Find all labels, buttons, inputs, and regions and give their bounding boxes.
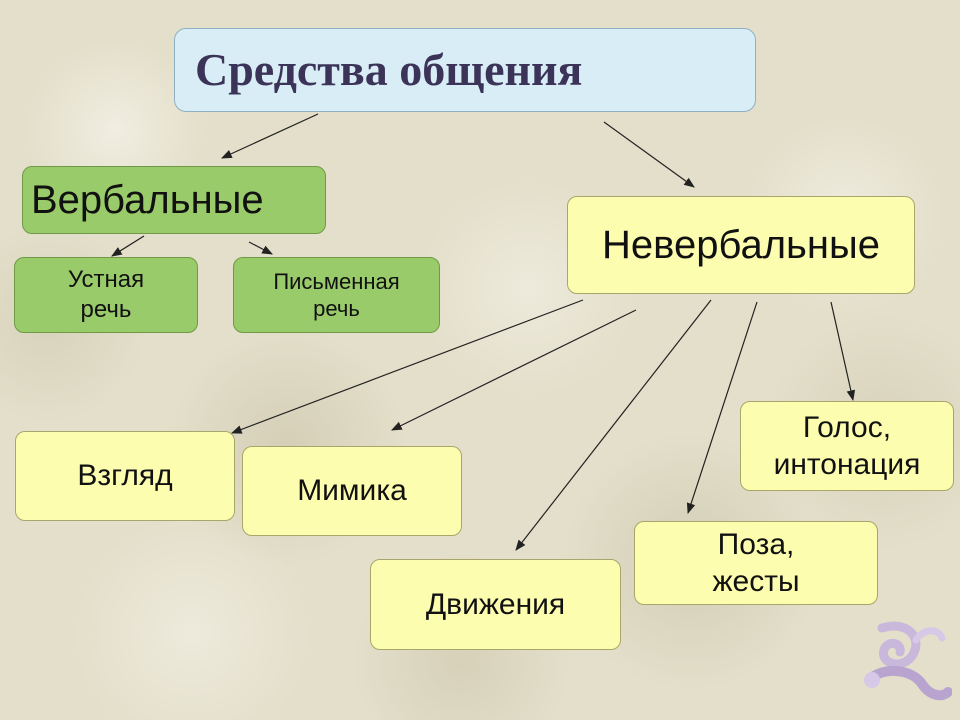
node-gaze-label: Взгляд <box>77 459 173 493</box>
node-oral-speech-text: Устная речь <box>68 265 144 325</box>
node-written-speech-text: Письменная речь <box>273 268 399 323</box>
node-facial-expression-label: Мимика <box>297 474 407 508</box>
arrow-title-to-nonverbal <box>603 121 695 188</box>
scroll-swirl-icon <box>864 621 952 701</box>
arrow-nonverbal-to-voice <box>830 301 856 402</box>
node-movements-label: Движения <box>425 587 566 621</box>
node-written-speech: Письменная речь <box>233 257 440 333</box>
node-voice-intonation: Голос, интонация <box>740 401 954 491</box>
arrow-nonverbal-to-pose <box>686 301 758 515</box>
node-posture-gestures-line2: жесты <box>712 565 800 598</box>
node-nonverbal-label: Невербальные <box>602 223 880 267</box>
node-posture-gestures-text: Поза, жесты <box>712 526 799 601</box>
node-voice-intonation-text: Голос, интонация <box>774 409 921 484</box>
node-oral-speech: Устная речь <box>14 257 198 333</box>
arrow-title-to-verbal <box>221 113 319 159</box>
node-written-speech-line2: речь <box>313 296 360 321</box>
node-facial-expression: Мимика <box>242 446 462 536</box>
arrow-verbal-to-written <box>248 241 273 255</box>
node-oral-speech-line1: Устная <box>67 266 145 293</box>
arrow-nonverbal-to-gaze <box>230 299 584 434</box>
node-voice-intonation-line1: Голос, <box>802 410 892 444</box>
node-nonverbal: Невербальные <box>567 196 915 294</box>
node-oral-speech-line2: речь <box>80 296 132 323</box>
arrow-nonverbal-to-moves <box>515 299 712 551</box>
node-gaze: Взгляд <box>15 431 235 521</box>
node-voice-intonation-line2: интонация <box>773 448 921 481</box>
node-posture-gestures: Поза, жесты <box>634 521 878 605</box>
node-written-speech-line1: Письменная <box>273 268 400 294</box>
node-verbal: Вербальные <box>22 166 326 234</box>
diagram-title: Средства общения <box>174 28 756 112</box>
node-movements: Движения <box>370 559 621 650</box>
node-verbal-label: Вербальные <box>31 178 264 222</box>
diagram-title-text: Средства общения <box>195 44 583 96</box>
node-posture-gestures-line1: Поза, <box>717 527 795 561</box>
arrow-nonverbal-to-mimic <box>391 309 637 431</box>
arrow-verbal-to-oral <box>111 235 145 257</box>
